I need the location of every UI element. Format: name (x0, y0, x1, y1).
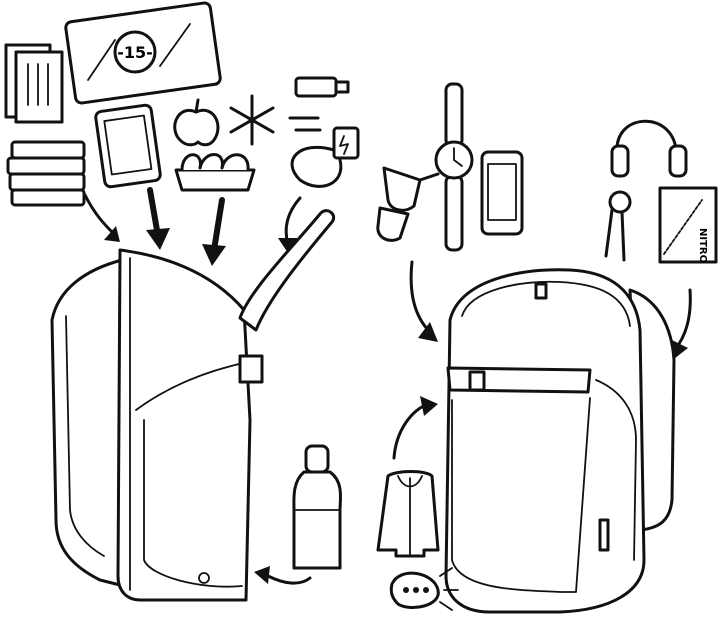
pens-notepad-icon (4, 43, 64, 124)
sandwich-icon (174, 153, 256, 192)
charger-cable-icon (288, 116, 360, 188)
apple-icon (173, 98, 220, 147)
left-backpack (50, 209, 335, 602)
laptop-icon: -15- (64, 1, 222, 105)
notebook-brand: NITRO (697, 228, 708, 263)
sunglasses-icon (376, 166, 440, 242)
usb-drive-icon (294, 76, 350, 98)
water-bottle-icon (292, 444, 343, 570)
headphones-icon (610, 119, 688, 178)
jacket-icon (376, 470, 440, 558)
books-icon (6, 140, 86, 207)
notebook-icon: NITRO (658, 186, 718, 264)
arrow-icon (83, 187, 302, 266)
smartphone-icon (480, 150, 524, 236)
arrow-icon (254, 566, 312, 585)
watch-icon (434, 82, 474, 252)
right-backpack (444, 268, 676, 614)
keys-icon (604, 190, 632, 262)
snowflake-icon (229, 94, 275, 146)
laptop-label: -15- (117, 43, 153, 62)
tablet-icon (94, 103, 162, 189)
bike-light-icon (389, 567, 459, 611)
